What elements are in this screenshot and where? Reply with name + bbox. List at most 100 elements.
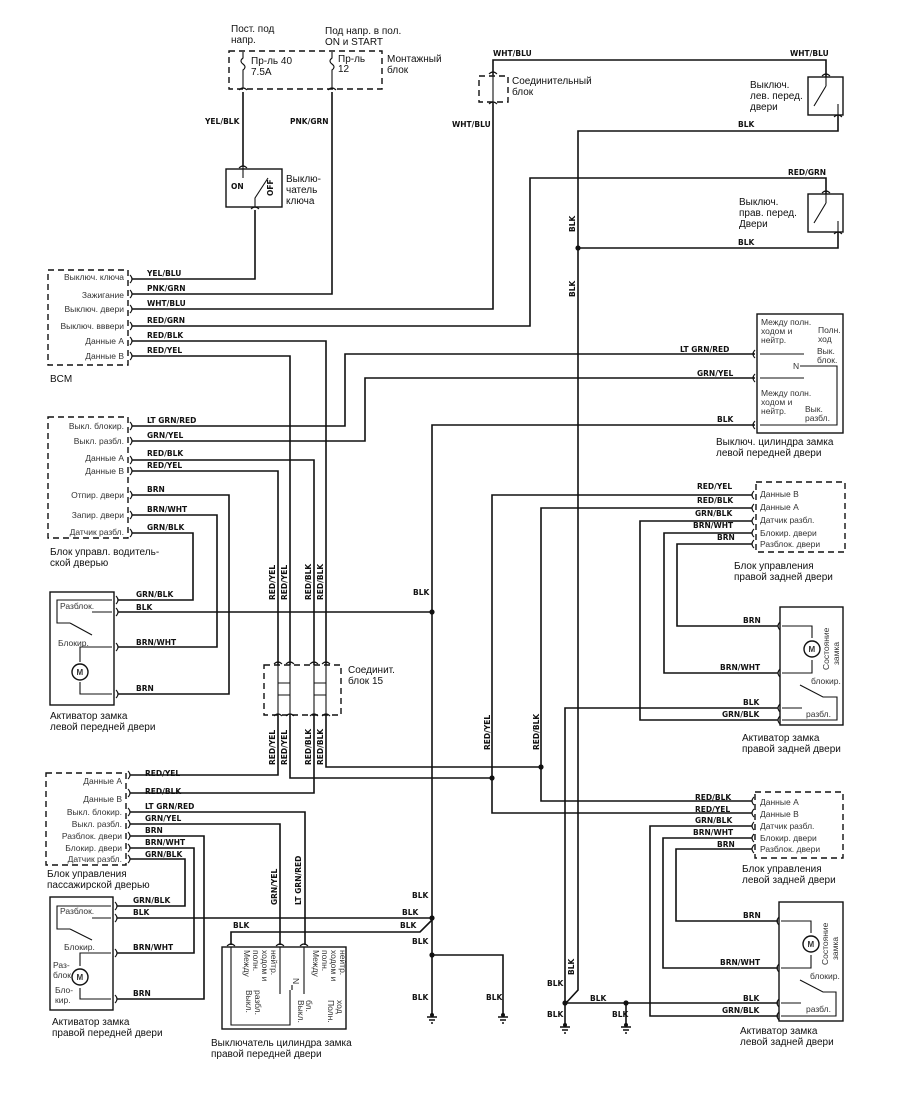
pin-label: Данные А <box>85 336 124 346</box>
component-label: Выключатель цилиндра замка <box>211 1038 352 1049</box>
component-label: Между <box>242 950 252 977</box>
component-label: Активатор замка <box>742 733 820 744</box>
component-label: ходом и <box>761 397 793 407</box>
component-label: левой задней двери <box>742 875 836 886</box>
wire-color-label: BLK <box>743 994 760 1003</box>
wire <box>540 507 752 802</box>
wire <box>130 811 306 945</box>
component-label: блок <box>512 86 534 98</box>
wire <box>578 233 839 249</box>
wire <box>565 116 839 1004</box>
connector-pin <box>777 703 781 713</box>
passenger-unit-outline <box>45 772 127 866</box>
connector-pin <box>127 770 131 780</box>
pin-label: Разблок. двери <box>760 844 820 854</box>
connector-pin <box>115 689 119 699</box>
component-label: нейтр. <box>269 950 279 975</box>
svg-text:M: M <box>77 973 84 982</box>
motor-icon: M <box>71 968 89 986</box>
wire-color-label: GRN/BLK <box>722 1006 760 1015</box>
motor-icon: M <box>803 640 821 658</box>
left-rear-actuator-box <box>778 901 844 1022</box>
wire-color-label: BLK <box>590 994 607 1003</box>
svg-text:M: M <box>808 940 815 949</box>
pin-label: Выкл. блокир. <box>69 421 124 431</box>
wire-color-label: GRN/YEL <box>697 369 734 378</box>
wire-color-label: RED/YEL <box>145 769 180 778</box>
component-label: Состояние <box>821 627 831 670</box>
wire-color-label: BLK <box>738 238 755 247</box>
wire-color-label: BLK <box>133 908 150 917</box>
pin-label: Датчик разбл. <box>760 515 814 525</box>
connector-pin <box>275 943 285 947</box>
component-label: Соединительный <box>512 76 592 87</box>
wire-color-label: RED/BLK <box>145 787 182 796</box>
connector-pin <box>321 661 331 665</box>
component-label: разбл. <box>806 1004 831 1014</box>
junction-node <box>562 1000 568 1006</box>
component-label: блок. <box>53 970 73 980</box>
component-label: чатель <box>286 185 317 196</box>
wire-color-label: WHT/BLU <box>493 49 532 58</box>
connector-pin <box>127 788 131 798</box>
component-label: Блокир. <box>58 638 89 648</box>
wire <box>118 494 230 695</box>
component-label: Выкл. <box>296 1000 306 1023</box>
wire <box>132 355 291 665</box>
pin-label: Отпир. двери <box>71 490 124 500</box>
component-label: Полн. <box>326 1000 336 1023</box>
connector-pin <box>776 998 780 1008</box>
wire-color-label: RED/BLK <box>532 713 541 750</box>
joint-connector-15-outline <box>263 664 342 716</box>
component-label: правой задней двери <box>734 572 833 583</box>
connector-pin <box>299 943 309 947</box>
pin-label: Данные В <box>760 489 799 499</box>
joint-connector-15-bus <box>277 665 327 715</box>
wire-color-label: BLK <box>412 937 429 946</box>
pin-label: Блокир. двери <box>65 843 122 853</box>
connector-pin <box>751 833 755 843</box>
component-label: ходом и <box>329 950 339 982</box>
wire <box>132 377 755 442</box>
wire-color-label: BRN <box>717 840 735 849</box>
right-front-actuator-box <box>49 896 114 1011</box>
wire-color-label: LT GRN/RED <box>294 856 303 905</box>
connector-pin <box>129 528 133 538</box>
junctions <box>429 245 629 1006</box>
component-label: Монтажный <box>387 54 442 65</box>
wire-color-label: BRN/WHT <box>693 828 734 837</box>
connector-pin <box>114 948 118 958</box>
component-label: Пр-ль 40 <box>251 56 292 67</box>
wire <box>649 825 778 1017</box>
component-label: ON и START <box>325 37 383 48</box>
grounds <box>427 1013 631 1034</box>
fuse-block-outline <box>228 50 383 90</box>
connector-pin <box>273 661 283 665</box>
component-label: ход <box>818 334 832 344</box>
connector-pin <box>776 916 780 926</box>
component-label: N <box>793 361 799 371</box>
left-front-cylinder-switch-box <box>756 313 844 434</box>
wire-color-label: RED/GRN <box>788 168 826 177</box>
pin-label: Данные А <box>85 453 124 463</box>
component-label: Блок управления <box>734 561 814 572</box>
bcm-outline <box>47 269 129 366</box>
connector-pin <box>114 994 118 1004</box>
wire-color-label: WHT/BLU <box>452 120 491 129</box>
pin-label: Датчик разбл. <box>68 854 122 864</box>
connector-pin <box>129 436 133 446</box>
wire <box>132 340 327 665</box>
pin-label: Запир. двери <box>72 510 124 520</box>
wire-color-label: BLK <box>412 891 429 900</box>
wire <box>675 848 778 922</box>
wire-color-label: BRN/WHT <box>133 943 174 952</box>
connector-pin <box>751 844 755 854</box>
junction-node <box>623 1000 629 1006</box>
connector-pin <box>777 715 781 725</box>
wire-color-label: RED/YEL <box>268 565 277 600</box>
connector-pins <box>114 71 843 1021</box>
component-label: прав. перед. <box>739 208 797 219</box>
component-label: блокир. <box>811 676 841 686</box>
